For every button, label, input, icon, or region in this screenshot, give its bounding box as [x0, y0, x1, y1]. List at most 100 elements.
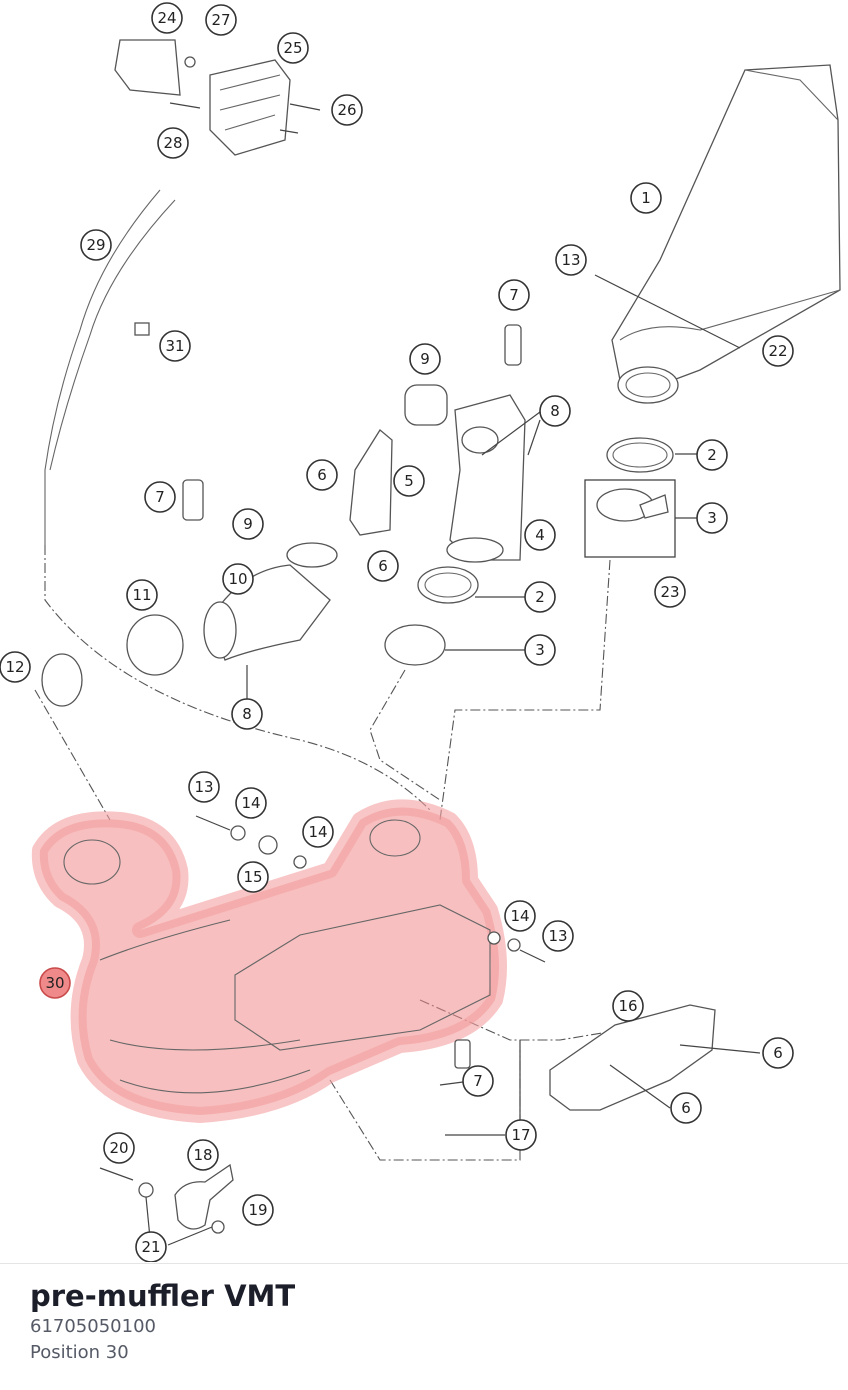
svg-text:9: 9 [243, 515, 253, 533]
svg-text:14: 14 [308, 823, 327, 841]
callout-24[interactable]: 24 [151, 2, 183, 34]
callout-14[interactable]: 14 [235, 787, 267, 819]
svg-text:27: 27 [211, 11, 230, 29]
svg-text:5: 5 [404, 472, 414, 490]
svg-text:2: 2 [535, 588, 545, 606]
svg-text:2: 2 [707, 446, 717, 464]
svg-text:26: 26 [337, 101, 356, 119]
callout-7[interactable]: 7 [144, 481, 176, 513]
svg-text:25: 25 [283, 39, 302, 57]
callout-3[interactable]: 3 [524, 634, 556, 666]
exploded-parts-diagram: 1 2 2 3 3 4 5 6 6 6 6 7 7 7 8 8 9 9 10 1… [0, 2, 841, 1262]
callout-7[interactable]: 7 [498, 279, 530, 311]
servo-actuator [114, 39, 321, 156]
callout-6[interactable]: 6 [762, 1037, 794, 1069]
svg-text:18: 18 [193, 1146, 212, 1164]
svg-text:28: 28 [163, 134, 182, 152]
callout-31[interactable]: 31 [159, 330, 191, 362]
callout-6[interactable]: 6 [367, 550, 399, 582]
svg-text:10: 10 [228, 570, 247, 588]
callout-16[interactable]: 16 [612, 990, 644, 1022]
callout-25[interactable]: 25 [277, 32, 309, 64]
sensor-cable [44, 189, 176, 545]
mount-bracket [174, 1163, 234, 1230]
callout-13[interactable]: 13 [188, 771, 220, 803]
pre-muffler-highlight[interactable] [31, 799, 507, 1123]
callout-1[interactable]: 1 [630, 182, 662, 214]
callout-6[interactable]: 6 [670, 1092, 702, 1124]
callout-9[interactable]: 9 [232, 508, 264, 540]
callout-19[interactable]: 19 [242, 1194, 274, 1226]
callout-5[interactable]: 5 [393, 465, 425, 497]
callout-17[interactable]: 17 [505, 1119, 537, 1151]
gasket-square [404, 384, 448, 426]
callout-8[interactable]: 8 [539, 395, 571, 427]
part-title: pre-muffler VMT [30, 1279, 296, 1313]
svg-text:3: 3 [535, 641, 545, 659]
callout-2[interactable]: 2 [696, 439, 728, 471]
svg-text:4: 4 [535, 526, 545, 544]
part-position: Position 30 [30, 1342, 129, 1363]
svg-text:6: 6 [317, 466, 327, 484]
callout-30-selected[interactable]: 30 [39, 967, 71, 999]
svg-text:13: 13 [561, 251, 580, 269]
svg-text:7: 7 [473, 1072, 483, 1090]
clamp-left [126, 614, 184, 676]
svg-text:20: 20 [109, 1139, 128, 1157]
main-silencer [594, 64, 841, 404]
callout-4[interactable]: 4 [524, 519, 556, 551]
callout-18[interactable]: 18 [187, 1139, 219, 1171]
callout-9[interactable]: 9 [409, 343, 441, 375]
svg-text:30: 30 [45, 974, 64, 992]
callout-20[interactable]: 20 [103, 1132, 135, 1164]
gasket-ring [606, 437, 674, 473]
svg-text:23: 23 [660, 583, 679, 601]
svg-text:7: 7 [509, 286, 519, 304]
svg-text:13: 13 [194, 778, 213, 796]
svg-text:14: 14 [241, 794, 260, 812]
svg-text:15: 15 [243, 868, 262, 886]
callout-23[interactable]: 23 [654, 576, 686, 608]
callout-12[interactable]: 12 [0, 651, 31, 683]
gasket-left [41, 653, 83, 707]
callout-13[interactable]: 13 [542, 920, 574, 952]
manifold-pipe [449, 394, 526, 561]
svg-text:16: 16 [618, 997, 637, 1015]
lambda-sensor [182, 479, 204, 521]
svg-text:8: 8 [550, 402, 560, 420]
callout-29[interactable]: 29 [80, 229, 112, 261]
callout-13[interactable]: 13 [555, 244, 587, 276]
svg-text:9: 9 [420, 350, 430, 368]
svg-text:14: 14 [510, 907, 529, 925]
callout-26[interactable]: 26 [331, 94, 363, 126]
svg-text:19: 19 [248, 1201, 267, 1219]
svg-text:31: 31 [165, 337, 184, 355]
svg-text:17: 17 [511, 1126, 530, 1144]
clamp-middle [384, 624, 446, 666]
callout-3[interactable]: 3 [696, 502, 728, 534]
callout-15[interactable]: 15 [237, 861, 269, 893]
callout-7[interactable]: 7 [462, 1065, 494, 1097]
callout-11[interactable]: 11 [126, 579, 158, 611]
callout-21[interactable]: 21 [135, 1231, 167, 1262]
svg-text:1: 1 [641, 189, 651, 207]
callout-2[interactable]: 2 [524, 581, 556, 613]
svg-text:6: 6 [378, 557, 388, 575]
callout-27[interactable]: 27 [205, 4, 237, 36]
svg-text:7: 7 [155, 488, 165, 506]
svg-text:24: 24 [157, 9, 176, 27]
callout-14[interactable]: 14 [302, 816, 334, 848]
callout-8[interactable]: 8 [231, 698, 263, 730]
callout-28[interactable]: 28 [157, 127, 189, 159]
callout-10[interactable]: 10 [222, 563, 254, 595]
svg-text:21: 21 [141, 1238, 160, 1256]
svg-text:11: 11 [132, 586, 151, 604]
svg-text:6: 6 [681, 1099, 691, 1117]
part-number: 61705050100 [30, 1316, 156, 1337]
heat-shield [549, 1004, 716, 1111]
callout-6[interactable]: 6 [306, 459, 338, 491]
callout-22[interactable]: 22 [762, 335, 794, 367]
callout-14[interactable]: 14 [504, 900, 536, 932]
selected-part-info: pre-muffler VMT 61705050100 Position 30 [30, 1278, 295, 1366]
lambda-sensor-top [504, 324, 522, 366]
